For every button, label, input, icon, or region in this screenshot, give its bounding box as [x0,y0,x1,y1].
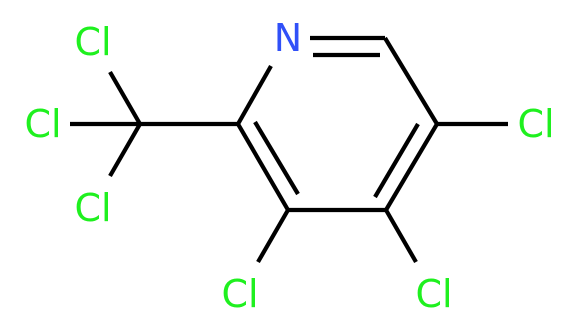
atom-label-n1: N [274,16,302,60]
bond-c3-c2-double [253,120,300,196]
atom-label-cl-ccl3-bot: Cl [74,186,111,230]
bond-c3-c2 [236,122,290,212]
bond-c6-c5 [383,36,439,126]
bond-ccl3-cl-top [108,70,142,126]
bond-c2-n1 [236,64,273,126]
atom-labels: N Cl Cl Cl Cl Cl Cl [24,16,554,316]
atom-label-cl-5: Cl [517,102,554,146]
bond-ccl3-cl-bot [108,122,142,178]
bond-c4-cl [384,208,418,264]
bond-c5-c4 [384,122,439,212]
bond-c5-c4-double [373,122,420,199]
atom-label-cl-3: Cl [221,272,258,316]
atom-label-cl-ccl3-mid: Cl [24,102,61,146]
ring-bonds [236,35,439,213]
atom-label-cl-ccl3-top: Cl [74,20,111,64]
substituent-bonds [70,70,508,264]
bond-c3-cl [256,208,290,264]
atom-label-cl-4: Cl [415,272,452,316]
